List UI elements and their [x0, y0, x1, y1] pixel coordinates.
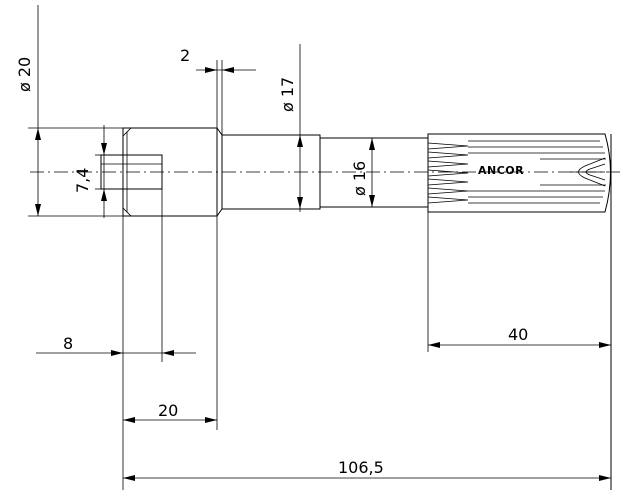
dim-20: 20	[123, 401, 217, 423]
dim-label-40: 40	[508, 325, 528, 344]
dim-label-7-4: 7,4	[73, 168, 92, 193]
dim-2: 2	[180, 46, 256, 73]
dim-label-8: 8	[63, 334, 73, 353]
spline-section	[427, 133, 611, 213]
dim-8: 8	[36, 334, 196, 356]
dim-dia-17: ø 17	[278, 44, 303, 212]
dim-label-dia-17: ø 17	[278, 77, 297, 112]
dim-106-5: 106,5	[123, 458, 611, 481]
brand-label: ANCOR	[478, 164, 524, 177]
extension-lines	[28, 5, 612, 490]
dim-40: 40	[428, 325, 611, 348]
step-top	[216, 127, 223, 136]
dim-dia-20: ø 20	[15, 57, 41, 216]
dim-label-20: 20	[158, 401, 178, 420]
dim-label-dia-16: ø 16	[350, 161, 369, 196]
dim-label-106-5: 106,5	[338, 458, 384, 477]
dim-label-2: 2	[180, 46, 190, 65]
dim-label-dia-20: ø 20	[15, 57, 34, 92]
dim-7-4: 7,4	[73, 125, 107, 218]
dim-dia-16: ø 16	[350, 138, 375, 207]
shaft-outline	[100, 127, 611, 217]
step-bottom	[216, 208, 223, 217]
